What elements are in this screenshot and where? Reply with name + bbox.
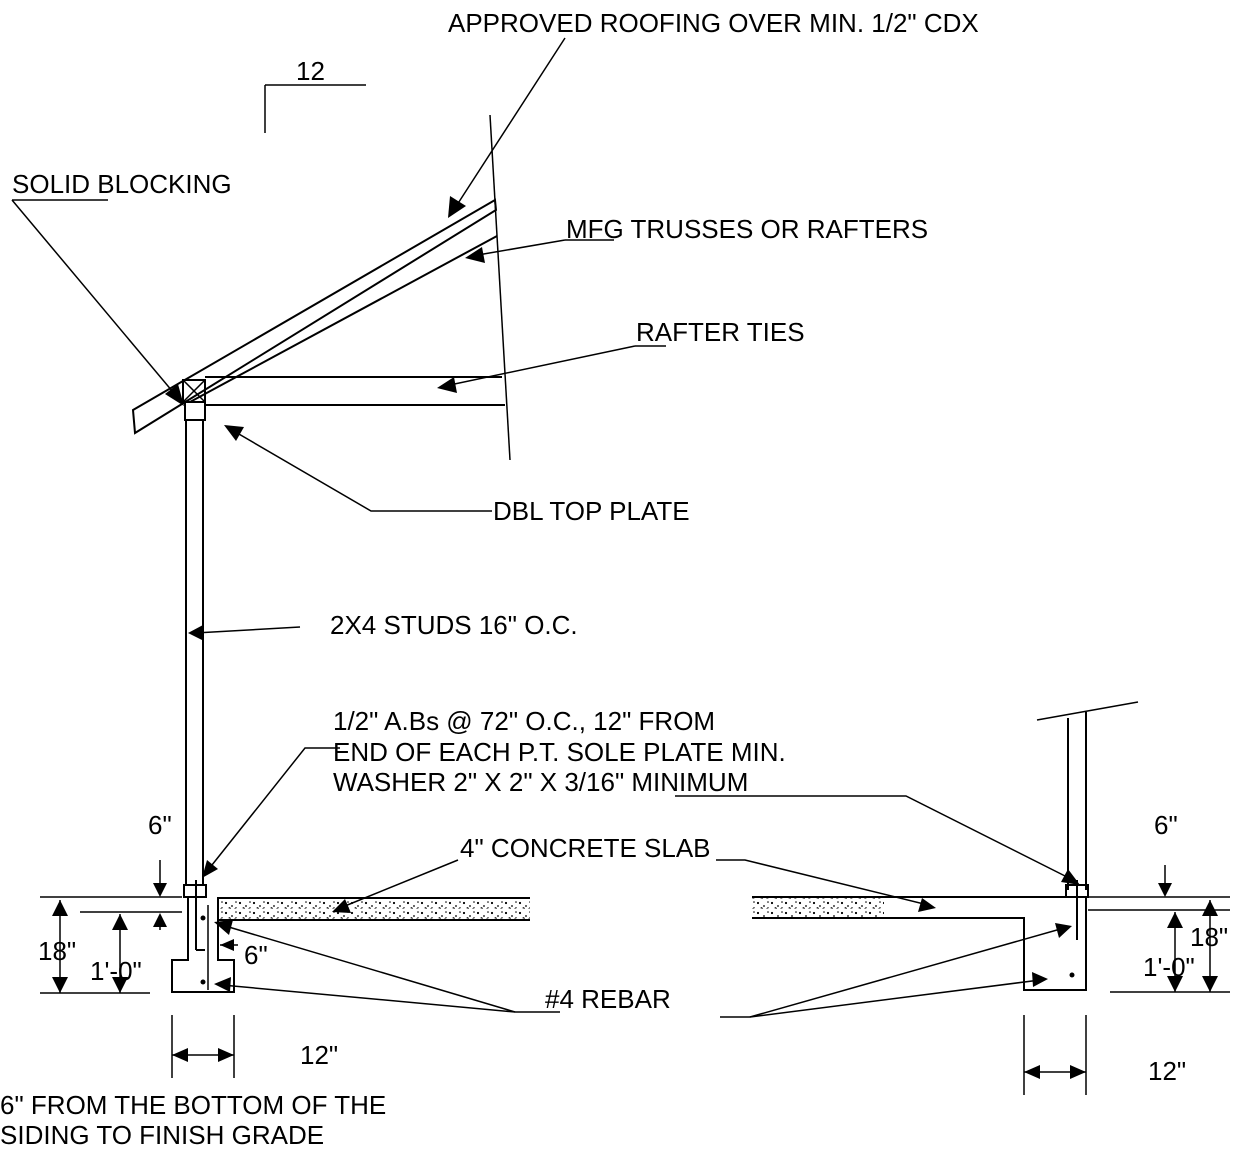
annotations: APPROVED ROOFING OVER MIN. 1/2" CDX 12 S…	[0, 8, 1228, 1150]
label-anchor-line1: 1/2" A.Bs @ 72" O.C., 12" FROM	[333, 706, 715, 736]
label-grade-line2: SIDING TO FINISH GRADE	[0, 1120, 324, 1150]
double-top-plate	[184, 401, 206, 421]
break-line	[489, 114, 511, 461]
break-line-right	[1036, 701, 1139, 721]
dim-left-depth: 18"	[38, 936, 76, 966]
label-solid-blocking: SOLID BLOCKING	[12, 169, 232, 199]
left-slab	[218, 898, 530, 920]
left-wall-section	[40, 114, 530, 1078]
dim-left-width: 12"	[300, 1040, 338, 1070]
right-footing-section	[752, 701, 1230, 1095]
label-pitch-run: 12	[296, 56, 325, 86]
rafter	[189, 235, 498, 403]
label-roofing: APPROVED ROOFING OVER MIN. 1/2" CDX	[448, 8, 979, 38]
label-anchor-line3: WASHER 2" X 2" X 3/16" MINIMUM	[333, 767, 748, 797]
label-slab: 4" CONCRETE SLAB	[460, 833, 711, 863]
label-rafter-ties: RAFTER TIES	[636, 317, 805, 347]
dim-right-clearance: 6"	[1154, 810, 1178, 840]
dim-right-footing-depth: 1'-0"	[1143, 952, 1195, 982]
label-grade-line1: 6" FROM THE BOTTOM OF THE	[0, 1090, 386, 1120]
right-footing	[752, 897, 1087, 991]
dim-right-width: 12"	[1148, 1056, 1186, 1086]
dim-right-depth: 18"	[1190, 922, 1228, 952]
label-anchor-line2: END OF EACH P.T. SOLE PLATE MIN.	[333, 737, 786, 767]
label-studs: 2X4 STUDS 16" O.C.	[330, 610, 578, 640]
dim-left-stem: 6"	[244, 940, 268, 970]
left-footing	[171, 897, 235, 993]
roof-pitch-symbol	[264, 84, 366, 133]
label-rebar: #4 REBAR	[545, 984, 671, 1014]
label-top-plate: DBL TOP PLATE	[493, 496, 690, 526]
right-slab	[752, 898, 884, 918]
dim-left-footing-depth: 1'-0"	[90, 956, 142, 986]
label-trusses: MFG TRUSSES OR RAFTERS	[566, 214, 928, 244]
dim-left-clearance: 6"	[148, 810, 172, 840]
leader-lines	[11, 37, 1080, 1018]
